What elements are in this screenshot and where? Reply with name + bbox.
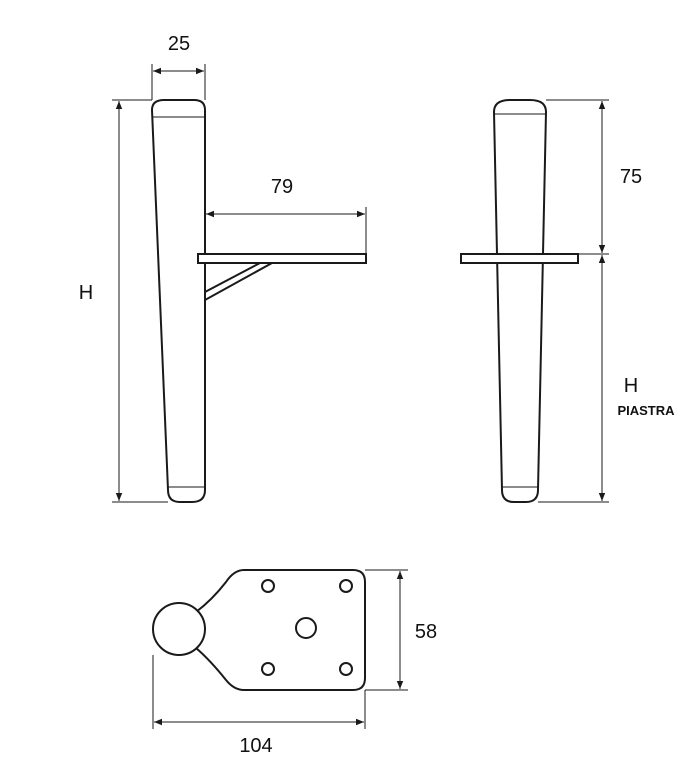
leg-side-body (150, 99, 206, 503)
dim-plate-length-label: 104 (239, 735, 272, 757)
dim-plate-width-label: 58 (415, 621, 437, 643)
dim-depth-label: 79 (271, 176, 293, 198)
mount-hole (261, 662, 275, 676)
dim-offset-label: 75 (620, 166, 642, 188)
center-hole (295, 617, 317, 639)
plate-top-outline (194, 569, 366, 691)
top-view: 58 104 (152, 569, 437, 757)
mount-hole (339, 662, 353, 676)
dim-plate-height-sub: PIASTRA (617, 403, 675, 418)
brace (204, 262, 273, 302)
dim-plate-height-label: H (624, 375, 638, 397)
mount-hole (339, 579, 353, 593)
mounting-plate-side (197, 253, 367, 264)
leg-circle (152, 602, 206, 656)
mounting-plate-front (460, 253, 579, 264)
dim-width-label: 25 (168, 33, 190, 55)
leg-front-body (492, 99, 548, 503)
front-view: 75 H PIASTRA (460, 99, 675, 503)
dim-height-label: H (79, 282, 93, 304)
mount-hole (261, 579, 275, 593)
side-view: 25 79 H (79, 33, 367, 503)
